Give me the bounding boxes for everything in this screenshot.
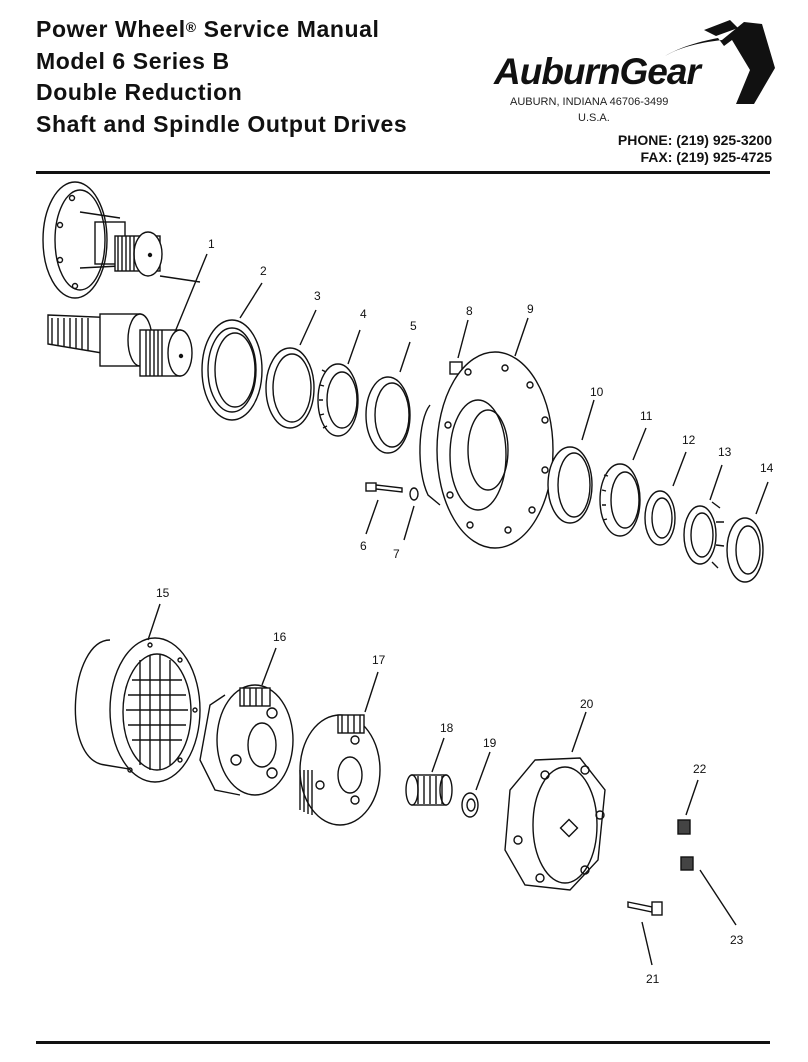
- callout-17: 17: [372, 653, 386, 667]
- callout-10: 10: [590, 385, 604, 399]
- phone-number: PHONE: (219) 925-3200: [617, 132, 772, 148]
- callout-12: 12: [682, 433, 696, 447]
- part-7-washer: [403, 487, 419, 541]
- auburn-gear-logo: AuburnGear: [493, 20, 775, 104]
- part-4-bearing-cone: [317, 329, 361, 437]
- callout-22: 22: [693, 762, 707, 776]
- callout-1: 1: [208, 237, 215, 251]
- callout-8: 8: [466, 304, 473, 318]
- part-13-lock-washer: [683, 464, 725, 569]
- manual-title: Power Wheel® Service Manual Model 6 Seri…: [36, 14, 407, 140]
- footer-rule: [36, 1041, 770, 1044]
- part-12-washer: [644, 451, 687, 546]
- part-11-bearing-cone: [599, 427, 647, 537]
- part-5-bearing-cup: [365, 341, 411, 454]
- callout-15: 15: [156, 586, 170, 600]
- part-17-planet-carrier: [299, 671, 381, 826]
- title-line-4: Shaft and Spindle Output Drives: [36, 110, 408, 137]
- fax-number: FAX: (219) 925-4725: [640, 149, 772, 165]
- callout-6: 6: [360, 539, 367, 553]
- callout-4: 4: [360, 307, 367, 321]
- callout-9: 9: [527, 302, 534, 316]
- part-19-thrust-washer: [461, 751, 491, 818]
- part-15-ring-gear: [74, 603, 201, 783]
- title-line-1: Power Wheel® Service Manual: [36, 16, 380, 42]
- callout-11: 11: [640, 409, 653, 423]
- part-16-planet-carrier: [199, 647, 294, 796]
- company-address: AUBURN, INDIANA 46706-3499: [510, 96, 669, 108]
- callout-5: 5: [410, 319, 417, 333]
- callout-3: 3: [314, 289, 321, 303]
- part-20-cover: [504, 711, 606, 891]
- part-23-plug: [680, 856, 737, 926]
- part-22-plug: [677, 779, 699, 835]
- callout-19: 19: [483, 736, 497, 750]
- callout-2: 2: [260, 264, 267, 278]
- callout-7: 7: [393, 547, 400, 561]
- callout-labels: 1 2 3 4 5 6 7 8 9 10 11 12 13 14 15 16 1…: [156, 237, 774, 986]
- callout-21: 21: [646, 972, 660, 986]
- part-9-hub: [419, 317, 554, 549]
- part-14-nut: [726, 481, 769, 583]
- title-line-2: Model 6 Series B: [36, 47, 230, 74]
- header-rule: [36, 171, 770, 174]
- part-10-bearing-cup: [547, 399, 595, 524]
- company-country: U.S.A.: [578, 112, 610, 124]
- callout-20: 20: [580, 697, 594, 711]
- callout-23: 23: [730, 933, 744, 947]
- part-18-needle-bearing: [405, 737, 453, 806]
- callout-14: 14: [760, 461, 774, 475]
- part-21-bolt: [627, 901, 663, 966]
- part-6-bolt: [365, 482, 403, 535]
- part-8-plug: [449, 319, 469, 375]
- callout-16: 16: [273, 630, 287, 644]
- part-1-output-shafts: [42, 181, 208, 377]
- svg-text:AuburnGear: AuburnGear: [493, 51, 703, 92]
- callout-18: 18: [440, 721, 454, 735]
- part-2-seal: [201, 282, 263, 421]
- part-3-ring: [265, 309, 317, 429]
- callout-13: 13: [718, 445, 732, 459]
- title-line-3: Double Reduction: [36, 79, 243, 105]
